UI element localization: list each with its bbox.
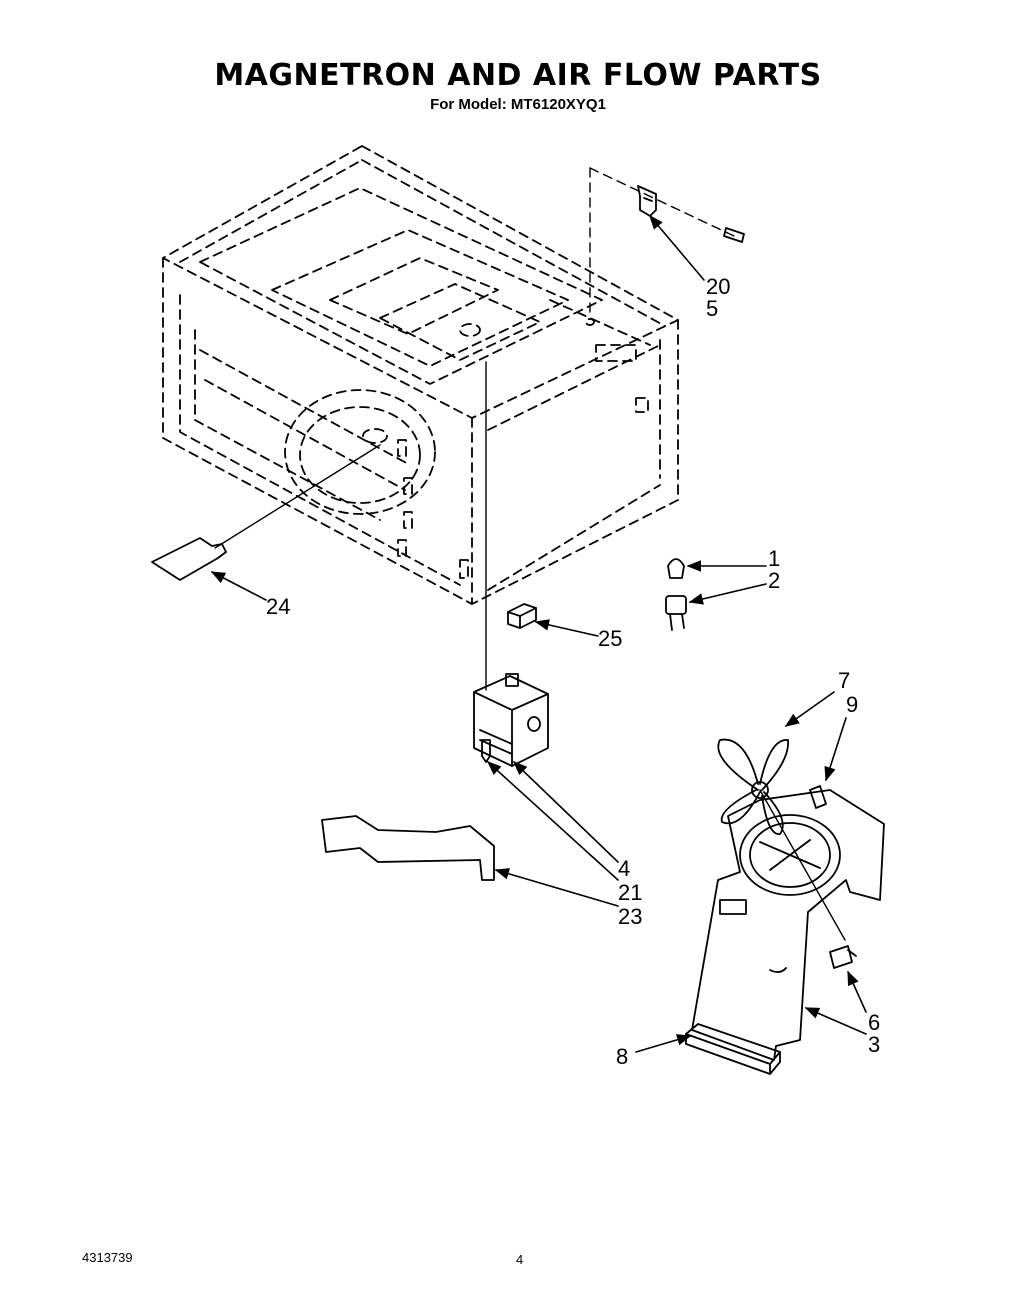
leader-lines xyxy=(214,167,846,941)
callout-20: 20 xyxy=(706,274,730,299)
diagram-title: MAGNETRON AND AIR FLOW PARTS xyxy=(214,58,822,93)
callout-7: 7 xyxy=(838,668,850,693)
oven-cavity-outline xyxy=(162,145,679,605)
callout-23: 23 xyxy=(618,904,642,929)
part-2-socket xyxy=(665,595,687,631)
part-21-screw xyxy=(481,739,491,763)
callout-21: 21 xyxy=(618,880,642,905)
page-number: 4 xyxy=(516,1252,524,1267)
part-23-duct xyxy=(321,815,495,881)
part-24-cover xyxy=(151,537,227,581)
part-6-switch xyxy=(829,945,857,969)
callout-5: 5 xyxy=(706,296,718,321)
part-9-screw xyxy=(809,785,827,809)
part-5-bracket xyxy=(637,185,657,217)
model-subtitle: For Model: MT6120XYQ1 xyxy=(430,96,606,113)
callout-3: 3 xyxy=(868,1032,880,1057)
part-3-fan-housing xyxy=(691,789,885,1061)
part-20-screw xyxy=(723,227,745,243)
document-number: 4313739 xyxy=(82,1250,133,1265)
callout-1: 1 xyxy=(768,546,780,571)
part-8-filter-bar xyxy=(685,1023,781,1075)
callout-9: 9 xyxy=(846,692,858,717)
part-7-fan-blade xyxy=(717,738,789,835)
callout-arrows xyxy=(210,214,867,1053)
part-25-block xyxy=(507,603,537,629)
callout-25: 25 xyxy=(598,626,622,651)
part-4-magnetron xyxy=(473,673,549,767)
callout-24: 24 xyxy=(266,594,290,619)
callout-4: 4 xyxy=(618,856,630,881)
callout-8: 8 xyxy=(616,1044,628,1069)
callout-6: 6 xyxy=(868,1010,880,1035)
part-1-lamp xyxy=(667,558,685,579)
callout-2: 2 xyxy=(768,568,780,593)
callout-labels: 20 5 1 2 24 25 7 9 4 21 23 6 3 8 xyxy=(266,274,880,1069)
